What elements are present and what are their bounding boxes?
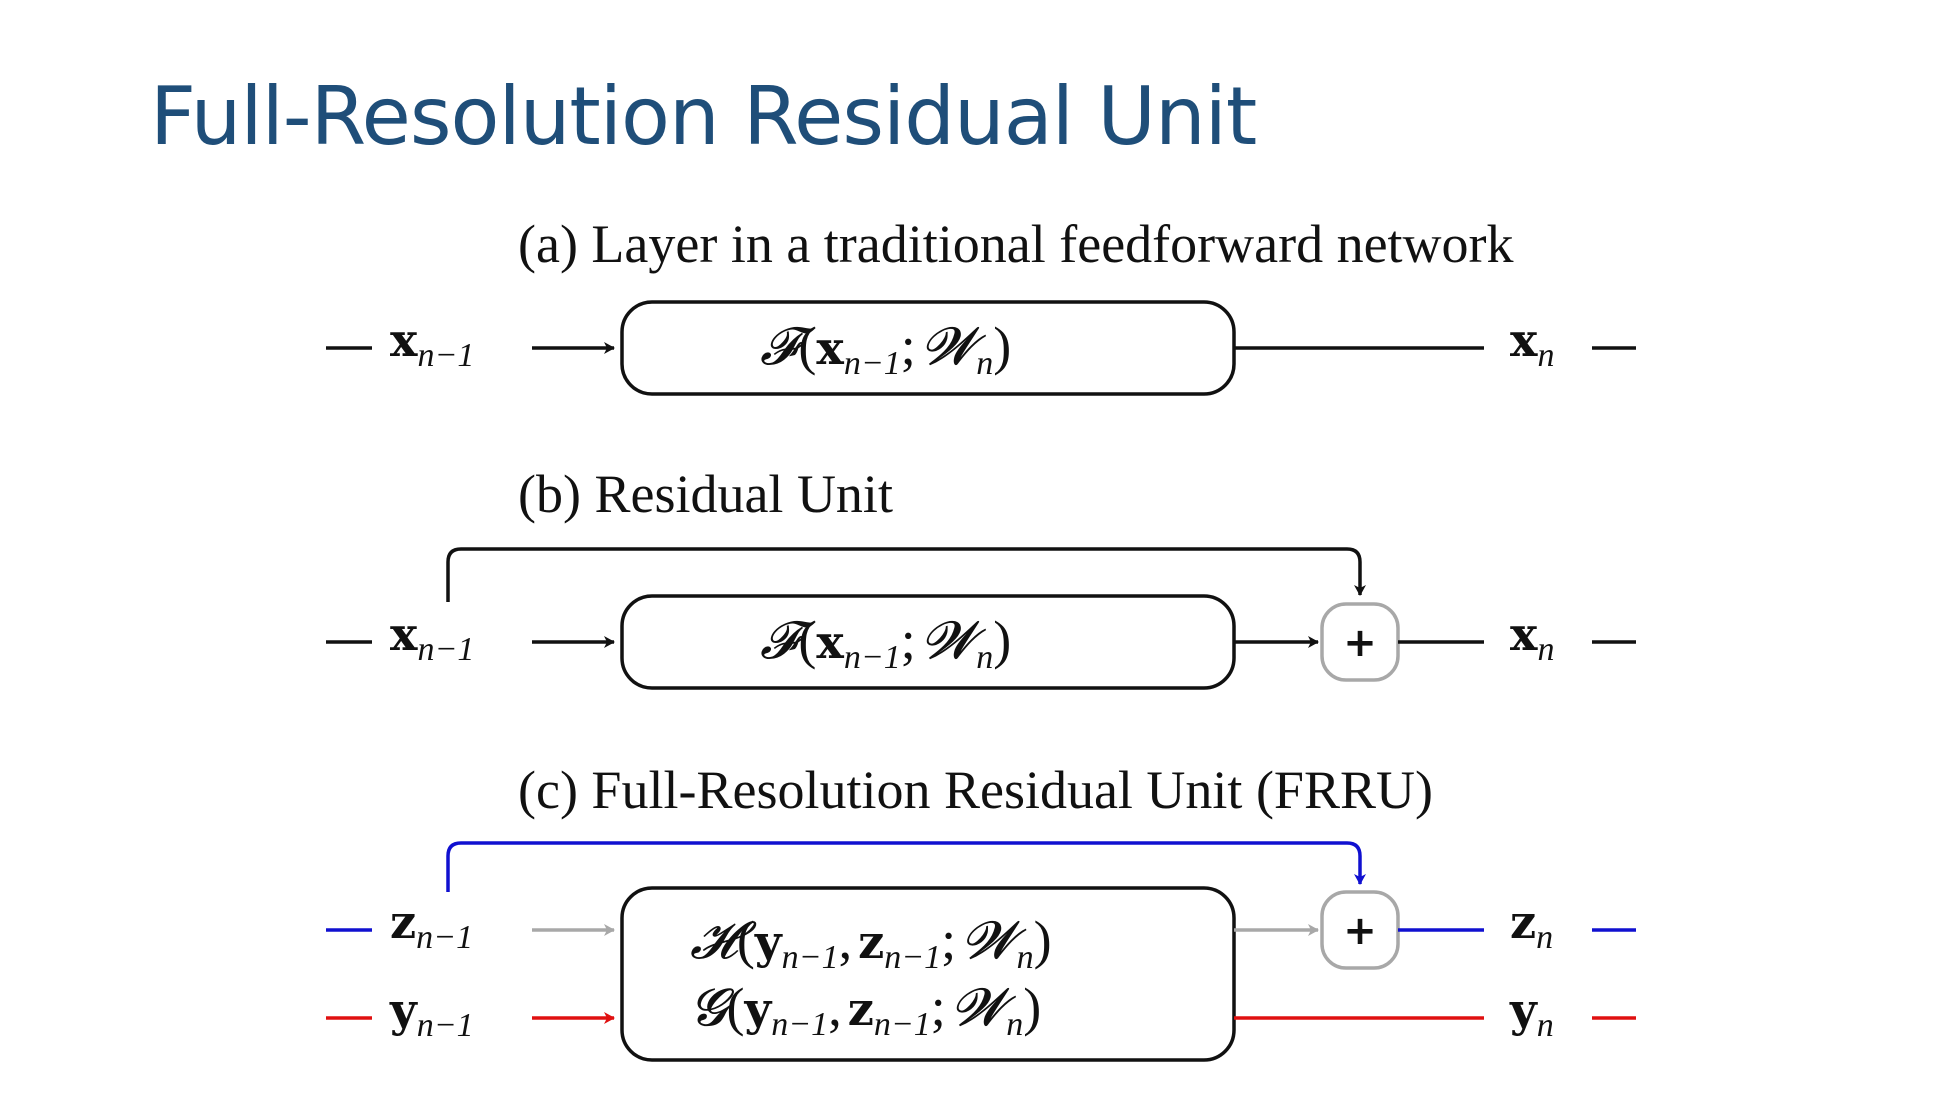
output-label-y: yn (1509, 983, 1554, 1044)
output-label-x: xn (1510, 313, 1554, 374)
panel-b: (b) Residual Unit xn−1 𝓕(xn−1;𝓦n) + xn (326, 464, 1636, 690)
caption-c: (c) Full-Resolution Residual Unit (FRRU) (518, 760, 1433, 820)
block-formula: 𝓕(xn−1;𝓦n) (760, 610, 1011, 676)
frru-block (620, 886, 1236, 1062)
caption-a: (a) Layer in a traditional feedforward n… (518, 214, 1514, 274)
caption-b: (b) Residual Unit (518, 464, 893, 524)
input-label-y: yn−1 (389, 983, 474, 1044)
panel-c: (c) Full-Resolution Residual Unit (FRRU)… (326, 760, 1636, 1062)
block-formula: 𝓕(xn−1;𝓦n) (760, 316, 1011, 382)
skip-connection (446, 547, 1366, 602)
output-label-z: zn (1510, 895, 1553, 956)
block-formula-g: 𝓖(yn−1,zn−1;𝓦n) (690, 977, 1041, 1043)
panel-a: (a) Layer in a traditional feedforward n… (326, 214, 1636, 396)
slide-title: Full-Resolution Residual Unit (150, 70, 1257, 163)
output-label-x: xn (1510, 607, 1554, 668)
block-formula-h: 𝓗(yn−1,zn−1;𝓦n) (690, 910, 1052, 976)
plus-icon: + (1343, 620, 1377, 666)
z-skip-connection (446, 841, 1366, 892)
input-label-x: xn−1 (390, 607, 474, 668)
input-label-z: zn−1 (390, 895, 473, 956)
input-label-x: xn−1 (390, 313, 474, 374)
plus-icon: + (1343, 908, 1377, 954)
